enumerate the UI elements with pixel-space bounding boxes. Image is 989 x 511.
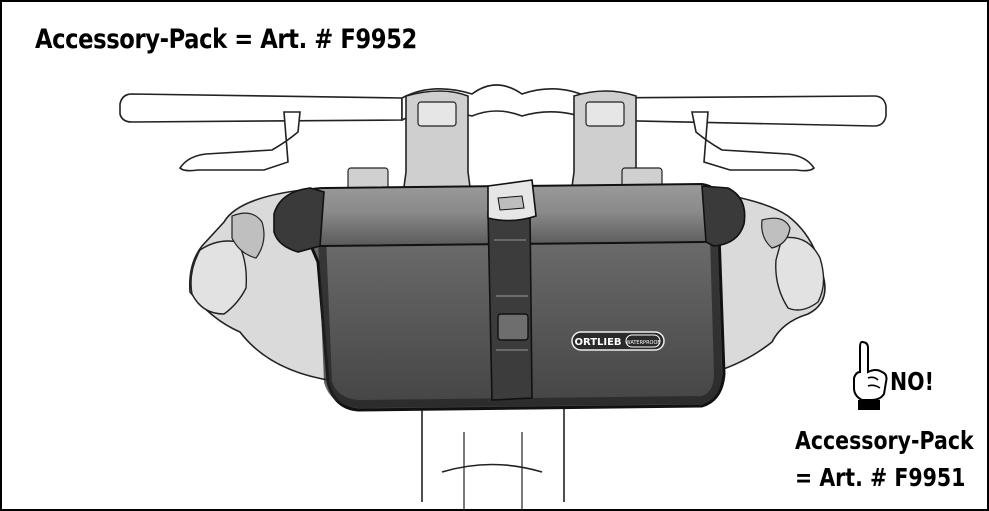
ortlieb-handlebar-bag: ORTLIEB WATERPROOF [273, 179, 746, 412]
alternative-product-name: Accessory-Pack [795, 426, 974, 455]
mounting-clamps [347, 90, 663, 203]
warning-label: NO! [890, 367, 934, 396]
handlebar [119, 84, 887, 509]
page-title: Accessory-Pack = Art. # F9952 [35, 24, 417, 55]
ortlieb-logo [571, 331, 665, 351]
pointing-finger-icon [853, 340, 888, 410]
brand-label: ORTLIEB [574, 337, 621, 348]
waterproof-badge: WATERPROOF [626, 340, 661, 346]
alternative-article-number: = Art. # F9951 [795, 463, 966, 492]
